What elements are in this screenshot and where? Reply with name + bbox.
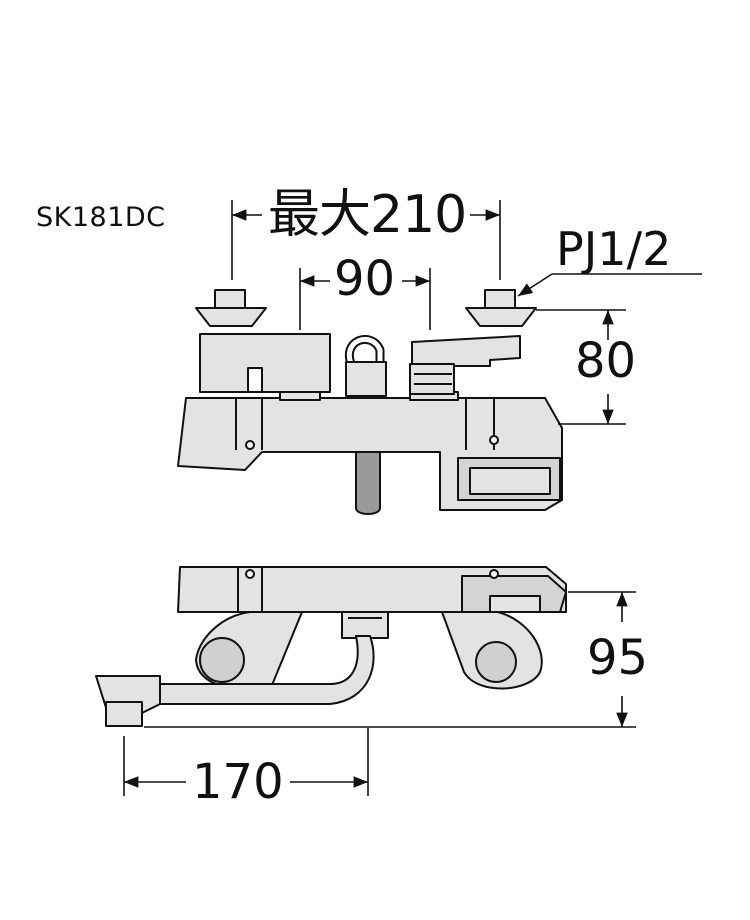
dimension-thread: PJ1/2 (556, 222, 672, 276)
left-inlet-flange (195, 307, 267, 327)
bottom-view (95, 566, 567, 727)
dimension-lines (123, 200, 702, 796)
aerator (105, 701, 143, 727)
outlet-pipe (355, 451, 381, 515)
coupling-nut (341, 611, 389, 639)
dimension-spout-length: 170 (192, 754, 284, 810)
dimension-height-top: 80 (575, 333, 637, 389)
left-inlet-nut (214, 289, 246, 309)
center-knob (345, 361, 387, 397)
dimension-max-width: 最大210 (268, 185, 467, 245)
thermostat-handle (199, 333, 331, 393)
right-inlet-nut (484, 289, 516, 309)
dimension-depth-side: 95 (587, 630, 649, 686)
right-inlet-flange (465, 307, 537, 327)
top-view (177, 289, 563, 515)
dimension-inlet-pitch: 90 (334, 251, 396, 307)
model-number: SK181DC (36, 202, 166, 233)
lever-handle (411, 335, 521, 367)
